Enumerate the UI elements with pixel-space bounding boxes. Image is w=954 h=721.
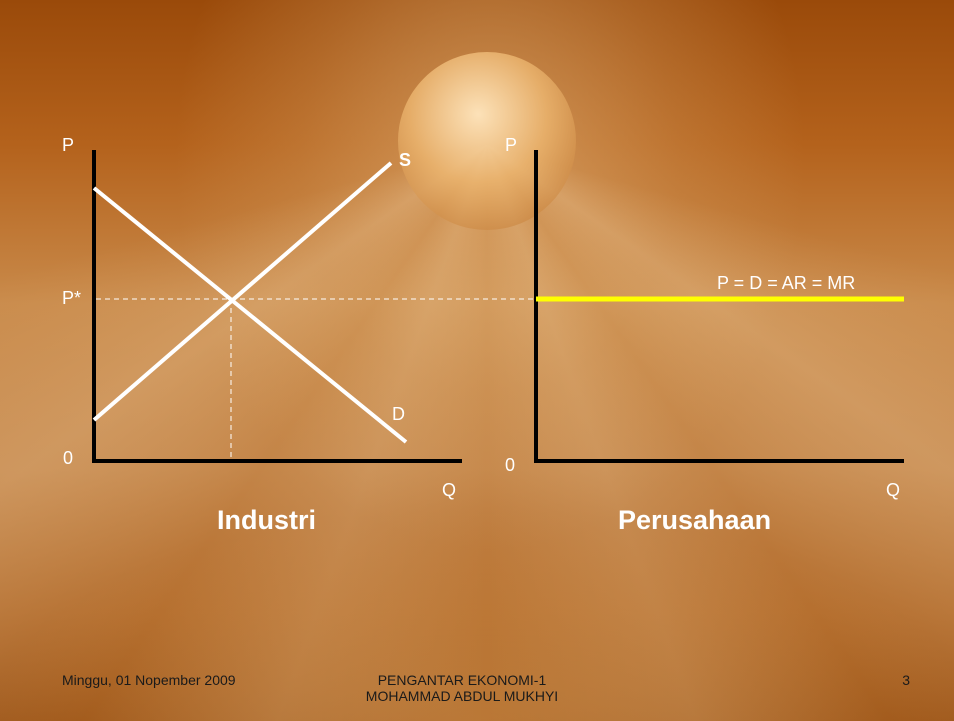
- left-origin-label: 0: [63, 448, 74, 468]
- sun-orb: [398, 52, 576, 230]
- left-x-axis-label: Q: [442, 480, 457, 500]
- demand-curve: [92, 186, 408, 444]
- supply-curve: [92, 161, 393, 422]
- demand-label: D: [392, 404, 405, 424]
- industry-title: Industri: [217, 505, 316, 535]
- footer-author: MOHAMMAD ABDUL MUKHYI: [365, 688, 559, 704]
- footer-center: PENGANTAR EKONOMI-1 MOHAMMAD ABDUL MUKHY…: [342, 672, 582, 704]
- firm-title: Perusahaan: [618, 505, 772, 535]
- price-equilibrium-label: P*: [62, 288, 82, 308]
- supply-label: S: [399, 150, 412, 170]
- right-y-axis-label: P: [505, 135, 518, 155]
- page-number: 3: [902, 672, 910, 688]
- left-y-axis-label: P: [62, 135, 75, 155]
- footer-date: Minggu, 01 Nopember 2009: [62, 672, 236, 688]
- right-origin-label: 0: [505, 455, 516, 475]
- firm-line-label: P = D = AR = MR: [717, 273, 856, 293]
- right-x-axis-label: Q: [886, 480, 901, 500]
- footer-course: PENGANTAR EKONOMI-1: [377, 672, 547, 688]
